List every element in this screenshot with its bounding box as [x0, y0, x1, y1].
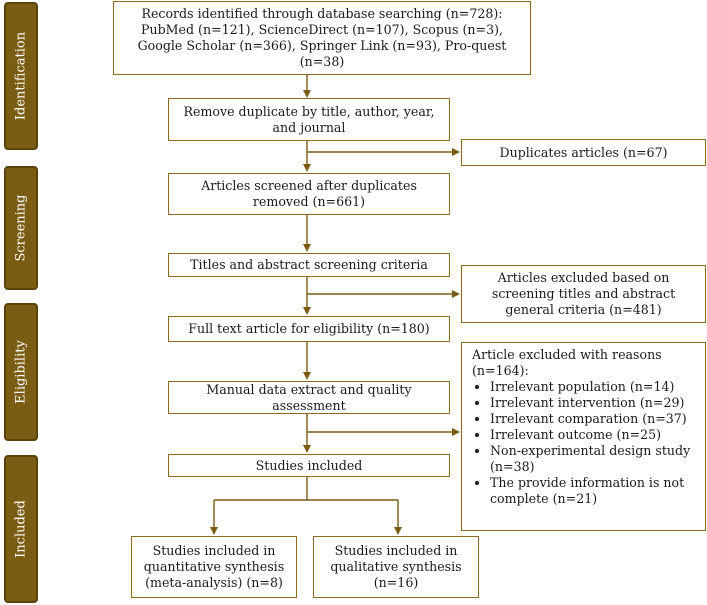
full-text-box: Full text article for eligibility (n=180… [168, 316, 450, 342]
studies-included-box: Studies included [168, 454, 450, 477]
quantitative-synthesis-box: Studies included in quantitative synthes… [131, 536, 297, 598]
remove-duplicates-box: Remove duplicate by title, author, year,… [168, 98, 450, 141]
stage-eligibility: Eligibility [4, 303, 38, 441]
studies-included-text: Studies included [255, 457, 363, 473]
reason-item: Irrelevant outcome (n=25) [490, 427, 697, 443]
excluded-reasons-list: Irrelevant population (n=14) Irrelevant … [472, 379, 697, 507]
reason-item: Non-experimental design study (n=38) [490, 443, 697, 475]
qualitative-synthesis-box: Studies included in qualitative synthesi… [313, 536, 479, 598]
duplicates-box: Duplicates articles (n=67) [461, 139, 706, 166]
excluded-reasons-box: Article excluded with reasons (n=164): I… [461, 342, 706, 531]
titles-abstract-box: Titles and abstract screening criteria [168, 253, 450, 277]
stage-identification: Identification [4, 2, 38, 150]
full-text-text: Full text article for eligibility (n=180… [188, 321, 430, 336]
records-identified-text: Records identified through database sear… [137, 6, 507, 69]
qualitative-synthesis-text: Studies included in qualitative synthesi… [330, 543, 462, 590]
screened-box: Articles screened after duplicates remov… [168, 173, 450, 215]
manual-extract-text: Manual data extract and quality assessme… [206, 381, 412, 413]
remove-duplicates-text: Remove duplicate by title, author, year,… [183, 103, 435, 135]
stage-screening: Screening [4, 166, 38, 290]
excluded-screening-text: Articles excluded based on screening tit… [491, 270, 676, 317]
reason-item: The provide information is not complete … [490, 475, 697, 507]
reason-item: Irrelevant intervention (n=29) [490, 395, 697, 411]
titles-abstract-text: Titles and abstract screening criteria [190, 257, 428, 272]
reason-item: Irrelevant population (n=14) [490, 379, 697, 395]
excluded-reasons-title: Article excluded with reasons (n=164): [472, 347, 662, 378]
screened-text: Articles screened after duplicates remov… [201, 178, 417, 209]
reason-item: Irrelevant comparation (n=37) [490, 411, 697, 427]
quantitative-synthesis-text: Studies included in quantitative synthes… [143, 543, 285, 590]
manual-extract-box: Manual data extract and quality assessme… [168, 381, 450, 414]
stage-included: Included [4, 455, 38, 603]
excluded-screening-box: Articles excluded based on screening tit… [461, 265, 706, 323]
duplicates-text: Duplicates articles (n=67) [499, 144, 668, 160]
records-identified-box: Records identified through database sear… [113, 1, 531, 75]
